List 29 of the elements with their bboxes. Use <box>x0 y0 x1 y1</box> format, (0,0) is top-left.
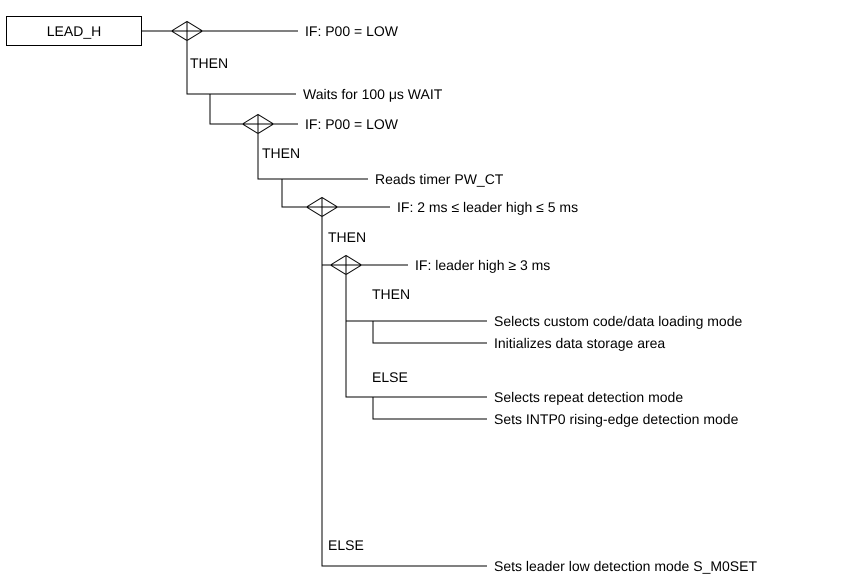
connector-line <box>186 40 242 124</box>
connector-line <box>258 134 306 208</box>
edge-label: THEN <box>328 229 366 245</box>
edge-label: THEN <box>190 55 228 71</box>
process-box: LEAD_H <box>6 16 142 46</box>
step-text: Initializes data storage area <box>487 334 666 352</box>
connector-line <box>142 30 172 32</box>
step-text: Reads timer PW_CT <box>368 170 504 188</box>
decision-diamond <box>330 255 362 275</box>
step-text: IF: P00 = LOW <box>298 115 398 133</box>
decision-diamond <box>242 114 274 134</box>
step-text: IF: leader high ≥ 3 ms <box>408 256 550 274</box>
step-text: IF: P00 = LOW <box>298 22 398 40</box>
step-text: Selects custom code/data loading mode <box>487 312 742 330</box>
step-text: Waits for 100 μs WAIT <box>296 85 442 103</box>
connector-line <box>202 30 298 32</box>
edge-label: ELSE <box>372 369 408 385</box>
edge-label: THEN <box>262 145 300 161</box>
edge-label: THEN <box>372 286 410 302</box>
step-text: IF: 2 ms ≤ leader high ≤ 5 ms <box>390 198 578 216</box>
step-text: Selects repeat detection mode <box>487 388 684 406</box>
decision-diamond <box>306 197 338 217</box>
decision-diamond <box>171 21 203 41</box>
connector-line <box>346 274 488 420</box>
step-text: Sets INTP0 rising-edge detection mode <box>487 410 738 428</box>
step-text: Sets leader low detection mode S_M0SET <box>487 557 758 575</box>
edge-label: ELSE <box>328 537 364 553</box>
connector-line <box>338 206 390 208</box>
connector-line <box>362 264 408 266</box>
